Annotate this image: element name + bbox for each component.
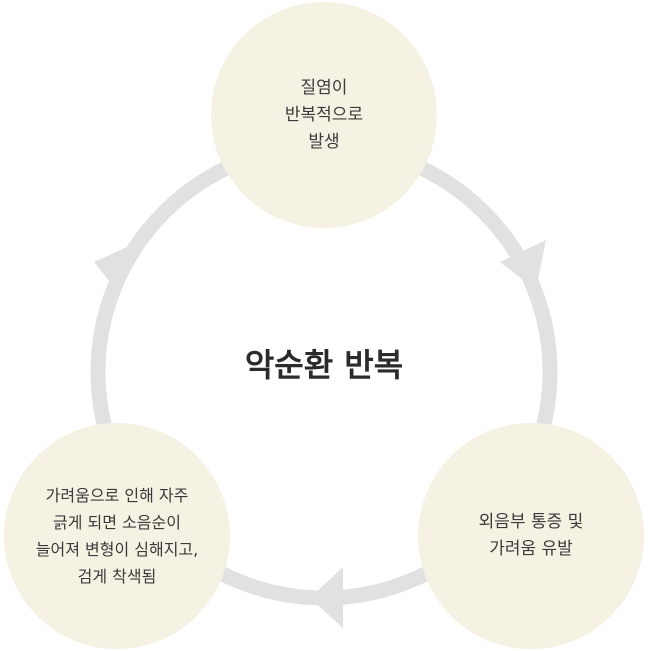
node-line: 외음부 통증 및	[478, 512, 584, 532]
node-line: 긁게 되면 소음순이	[53, 513, 181, 532]
node-line: 검게 착색됨	[77, 567, 157, 586]
node-line: 늘어져 변형이 심해지고,	[35, 540, 199, 559]
node-line: 반복적으로	[284, 104, 364, 125]
node-recurrent-vaginitis: 질염이 반복적으로 발생	[211, 2, 437, 228]
node-line: 가려움 유발	[489, 539, 573, 559]
node-bg-left	[4, 423, 230, 649]
node-bg-right	[418, 423, 644, 649]
arrow-up-icon	[94, 242, 138, 292]
arrow-down-icon	[500, 240, 546, 290]
node-bg-top	[211, 2, 437, 228]
node-line: 가려움으로 인해 자주	[45, 486, 189, 505]
node-labia-deformation: 가려움으로 인해 자주 긁게 되면 소음순이 늘어져 변형이 심해지고, 검게 …	[4, 423, 230, 649]
arrow-left-icon	[310, 567, 343, 628]
cycle-title: 악순환 반복	[244, 346, 404, 384]
node-line: 질염이	[300, 77, 348, 98]
node-pain-itching: 외음부 통증 및 가려움 유발	[418, 423, 644, 649]
node-line: 발생	[308, 131, 340, 152]
